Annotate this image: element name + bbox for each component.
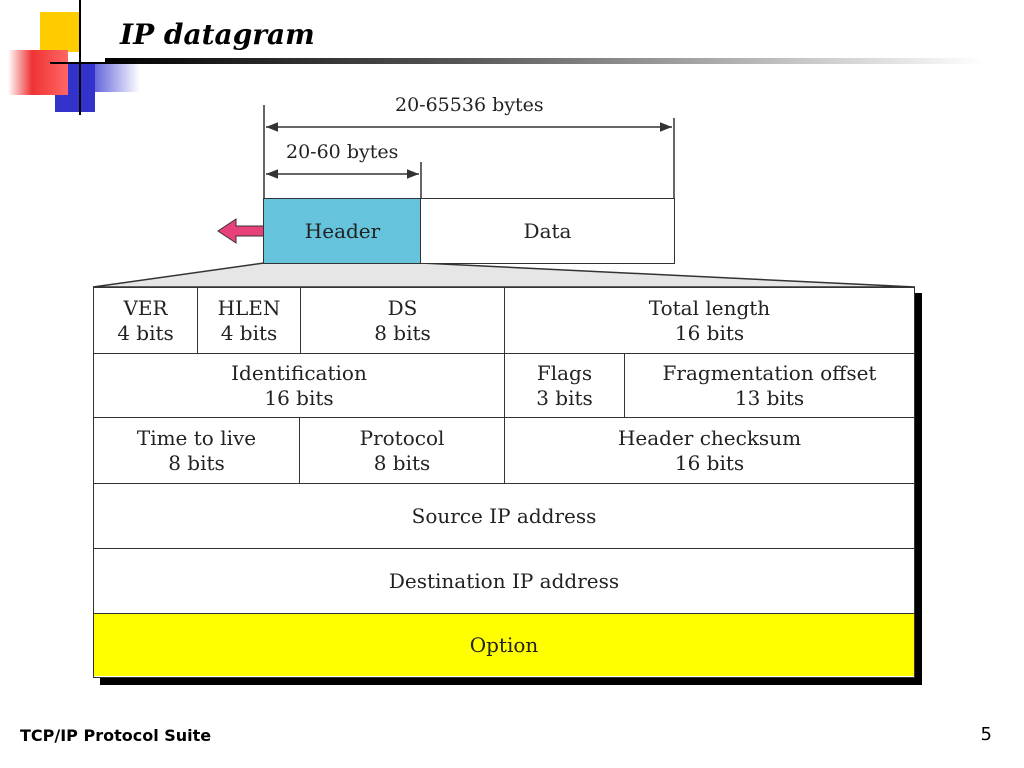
title-underline xyxy=(105,58,985,64)
field-ds-bits: 8 bits xyxy=(374,320,431,345)
field-flags-name: Flags xyxy=(536,360,593,385)
field-identification-name: Identification xyxy=(231,360,367,385)
total-size-label: 20-65536 bytes xyxy=(395,94,544,116)
field-fragmentation-offset-bits: 13 bits xyxy=(734,385,805,410)
field-ver-bits: 4 bits xyxy=(117,320,174,345)
field-source-ip: Source IP address xyxy=(94,483,914,548)
footer-text: TCP/IP Protocol Suite xyxy=(20,726,212,745)
field-identification-bits: 16 bits xyxy=(264,385,334,410)
field-total-length: Total length 16 bits xyxy=(504,288,914,353)
data-box: Data xyxy=(420,198,675,264)
field-protocol-name: Protocol xyxy=(359,425,445,450)
field-header-checksum-bits: 16 bits xyxy=(674,450,745,475)
header-fields-table: VER 4 bits HLEN 4 bits DS 8 bits Total l… xyxy=(93,287,915,678)
field-identification: Identification 16 bits xyxy=(94,353,504,417)
field-ds: DS 8 bits xyxy=(300,288,504,353)
field-flags-bits: 3 bits xyxy=(536,385,593,410)
header-box-label: Header xyxy=(304,219,381,243)
field-ttl: Time to live 8 bits xyxy=(94,417,299,483)
field-hlen-name: HLEN xyxy=(217,295,281,320)
field-total-length-bits: 16 bits xyxy=(674,320,745,345)
field-ver-name: VER xyxy=(123,295,168,320)
page-number: 5 xyxy=(980,724,992,745)
decor-vertical-line xyxy=(79,0,81,115)
header-expansion-shape xyxy=(92,262,916,288)
field-flags: Flags 3 bits xyxy=(504,353,624,417)
field-header-checksum: Header checksum 16 bits xyxy=(504,417,914,483)
header-box: Header xyxy=(263,198,422,264)
field-destination-ip: Destination IP address xyxy=(94,548,914,613)
data-box-label: Data xyxy=(523,219,572,243)
field-ver: VER 4 bits xyxy=(94,288,197,353)
field-protocol: Protocol 8 bits xyxy=(299,417,504,483)
field-fragmentation-offset-name: Fragmentation offset xyxy=(662,360,877,385)
field-hlen-bits: 4 bits xyxy=(220,320,278,345)
field-ttl-name: Time to live xyxy=(136,425,257,450)
field-ttl-bits: 8 bits xyxy=(168,450,225,475)
decor-red-square xyxy=(8,50,68,95)
direction-arrow xyxy=(217,218,265,244)
field-destination-ip-name: Destination IP address xyxy=(388,568,620,593)
page-title: IP datagram xyxy=(120,18,315,51)
field-protocol-bits: 8 bits xyxy=(373,450,431,475)
field-hlen: HLEN 4 bits xyxy=(197,288,300,353)
field-total-length-name: Total length xyxy=(648,295,771,320)
decor-horizontal-line xyxy=(50,62,110,64)
field-ds-name: DS xyxy=(387,295,418,320)
field-option-name: Option xyxy=(469,632,539,657)
field-header-checksum-name: Header checksum xyxy=(617,425,802,450)
field-source-ip-name: Source IP address xyxy=(411,503,597,528)
decor-blue-fade xyxy=(95,62,140,92)
field-fragmentation-offset: Fragmentation offset 13 bits xyxy=(624,353,914,417)
field-option: Option xyxy=(94,613,914,676)
decor-yellow-square xyxy=(40,12,80,52)
header-size-label: 20-60 bytes xyxy=(286,141,399,163)
